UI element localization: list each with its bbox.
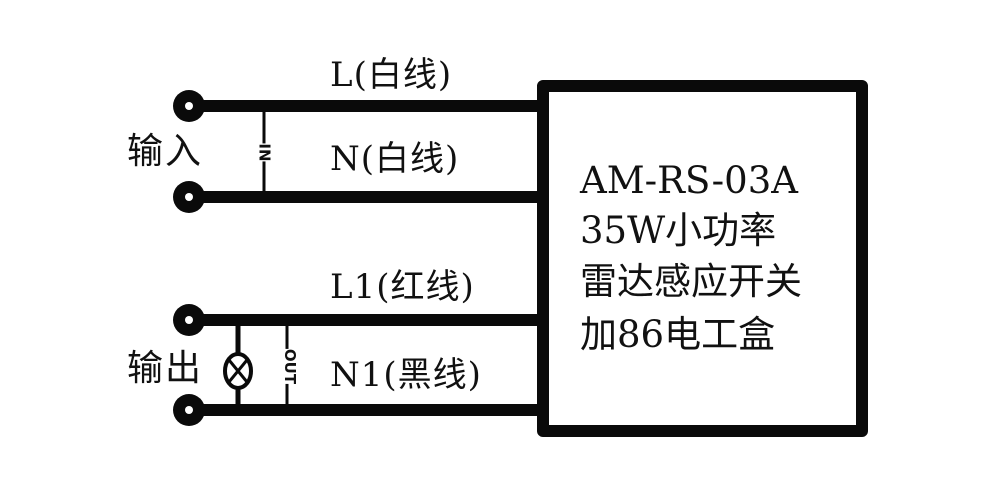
wire-label-N: N(白线): [330, 139, 460, 179]
device-type: 雷达感应开关: [580, 260, 802, 303]
in-marker: IN: [254, 143, 274, 162]
device-mount: 加86电工盒: [580, 313, 776, 356]
wire-label-N1: N1(黑线): [330, 355, 482, 395]
terminal-icon-L: [173, 90, 205, 122]
terminal-icon-L1: [173, 304, 205, 336]
input-label: 输入: [127, 131, 204, 172]
terminal-icon-N1: [173, 394, 205, 426]
lamp-icon: [223, 352, 253, 390]
device-box: [537, 80, 868, 437]
device-power: 35W小功率: [580, 209, 777, 252]
output-label: 输出: [127, 348, 204, 389]
wire-label-L1: L1(红线): [330, 267, 475, 307]
terminal-icon-N: [173, 181, 205, 213]
out-marker: OUT: [280, 348, 300, 385]
device-model: AM-RS-03A: [580, 159, 798, 202]
wire-label-L: L(白线): [330, 55, 453, 95]
